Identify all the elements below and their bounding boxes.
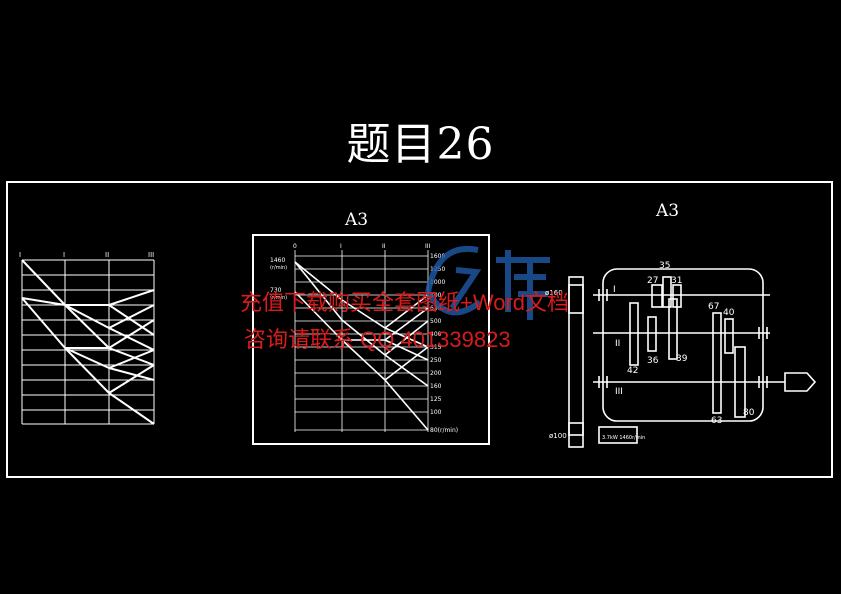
gear-number-63: 63	[711, 416, 722, 426]
left-shaft-label-3: III	[148, 251, 154, 259]
speed-scale-9: 200	[430, 370, 442, 377]
middle-speed-diagram: 0 I II III 1460 (r/min) 730 (r/min) 1600…	[270, 243, 458, 434]
input-speed-label: 1460	[270, 257, 285, 264]
speed-scale-7: 315	[430, 344, 442, 351]
speed-scale-8: 250	[430, 357, 442, 364]
gear-number-42: 42	[627, 366, 638, 376]
gear-number-31: 31	[671, 276, 682, 286]
sheet-label-right: A3	[656, 201, 680, 221]
gear-number-39: 39	[676, 354, 688, 364]
gear-27	[651, 284, 663, 308]
input-speed-unit: (r/min)	[270, 265, 287, 271]
gear-number-80: 80	[743, 408, 755, 418]
left-shaft-label-1: I	[63, 251, 65, 259]
gear-number-36: 36	[647, 356, 659, 366]
motor-label: 3.7kW 1460r/min	[602, 435, 645, 441]
gear-number-67: 67	[708, 302, 719, 312]
gear-42	[629, 302, 639, 366]
gear-number-27: 27	[647, 276, 658, 286]
bearing-marks	[598, 289, 768, 388]
motor-box	[598, 426, 638, 444]
gear-transmission-diagram: I II III 35 27 31 67 40 42 36 39 63 80 ø…	[545, 261, 817, 448]
gear-63	[712, 312, 722, 414]
gear-shaft-label-3: III	[615, 387, 623, 397]
watermark-logo-icon	[425, 245, 550, 320]
gear-39	[668, 298, 678, 360]
watermark-logo	[425, 245, 550, 320]
middle-shaft-label-0: 0	[293, 243, 297, 250]
gear-36	[647, 316, 657, 352]
left-shaft-label-2: II	[105, 251, 109, 259]
middle-shaft-label-2: II	[382, 243, 386, 250]
middle-speed-rays	[294, 261, 429, 431]
left-speed-diagram: I I II III	[19, 251, 155, 425]
speed-scale-10: 160	[430, 383, 442, 390]
pulley-top	[568, 276, 584, 314]
gear-80	[734, 346, 746, 418]
watermark-text-line2: 咨询请联系 QQ 401339823	[244, 327, 511, 352]
middle-shaft-label-3: III	[425, 243, 431, 250]
gear-number-35: 35	[659, 261, 670, 271]
belt-outline	[568, 284, 584, 436]
second-speed-label: 730	[270, 287, 282, 294]
speed-scale-3: 800	[430, 292, 442, 299]
speed-scale-13: 80(r/min)	[430, 427, 458, 434]
pulley-label-top: ø160	[545, 289, 563, 297]
speed-scale-12: 100	[430, 409, 442, 416]
second-speed-unit: (r/min)	[270, 295, 287, 301]
speed-scale-0: 1600	[430, 253, 445, 260]
speed-scale-6: 400	[430, 331, 442, 338]
speed-scale-2: 1000	[430, 279, 445, 286]
output-spindle	[784, 372, 817, 392]
speed-scale-11: 125	[430, 396, 442, 403]
gearbox-housing	[602, 268, 764, 422]
gear-40	[724, 318, 734, 354]
sheet-label-middle: A3	[345, 210, 369, 230]
pulley-label-bottom: ø100	[549, 432, 567, 440]
page-title: 题目26	[346, 119, 495, 170]
pulley-bottom	[568, 422, 584, 448]
left-speed-rays	[21, 259, 155, 425]
middle-sheet-frame	[252, 234, 490, 445]
gear-35	[662, 276, 672, 308]
speed-scale-5: 500	[430, 318, 442, 325]
gear-shaft-label-2: II	[615, 339, 620, 349]
outer-frame	[6, 181, 833, 478]
watermark-text-line1: 充值下载购买全套图纸+Word文档	[240, 290, 570, 315]
left-shaft-label-0: I	[19, 251, 21, 259]
speed-scale-4: 630	[430, 305, 442, 312]
left-speed-gridlines	[22, 259, 154, 425]
middle-shaft-label-1: I	[340, 243, 342, 250]
middle-speed-grid	[294, 250, 429, 432]
gear-number-40: 40	[723, 308, 735, 318]
gear-shaft-label-1: I	[613, 285, 616, 295]
